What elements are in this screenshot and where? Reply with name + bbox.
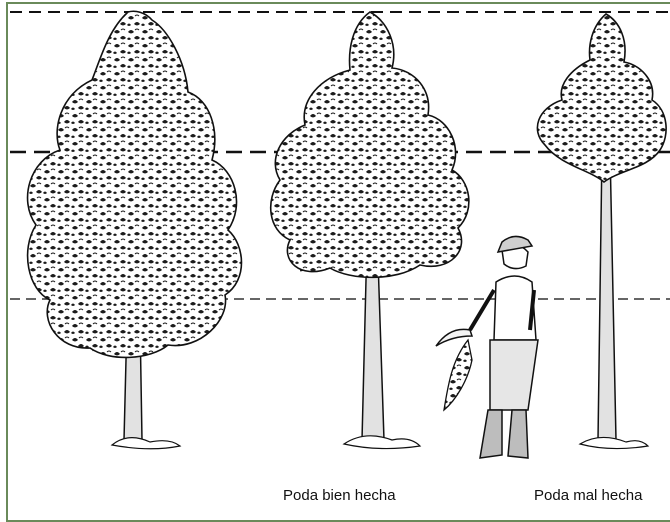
farmer-with-machete-icon <box>436 236 538 458</box>
caption-badly-pruned: Poda mal hecha <box>534 487 642 504</box>
tree-unpruned-icon <box>28 11 242 448</box>
pruned-branches-icon <box>444 340 472 410</box>
tree-badly-pruned-icon <box>537 14 666 449</box>
caption-well-pruned: Poda bien hecha <box>283 487 396 504</box>
tree-well-pruned-icon <box>271 12 469 449</box>
pruning-illustration <box>0 0 670 511</box>
